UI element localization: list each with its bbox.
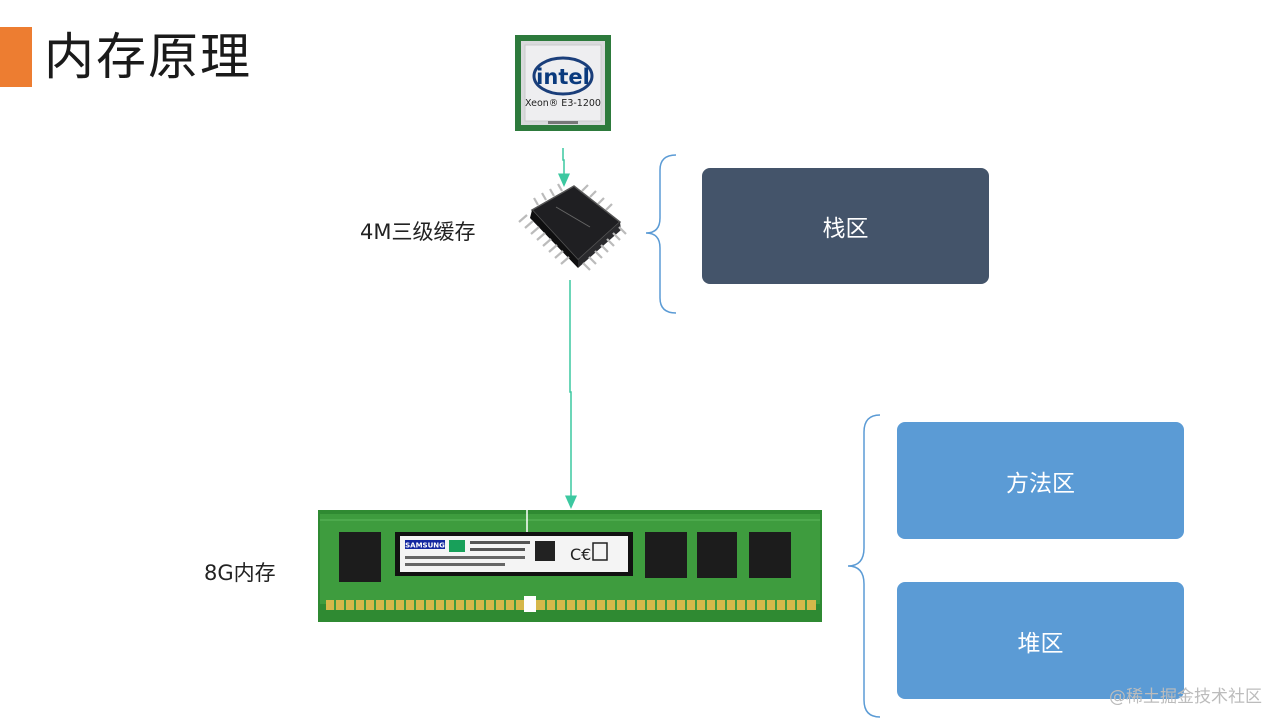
- cache-chip-icon: [518, 183, 627, 271]
- cpu-to-cache-arrow: [558, 148, 570, 187]
- ram-module-icon: SAMSUNG C€: [318, 510, 822, 622]
- page-title: 内存原理: [44, 28, 252, 86]
- stack-area-label: 栈区: [822, 216, 869, 242]
- ram-label: 8G内存: [204, 561, 276, 585]
- cache-to-ram-arrow: [565, 280, 577, 509]
- title-accent-bar: [0, 27, 32, 87]
- stack-bracket: [645, 154, 677, 314]
- watermark: @稀土掘金技术社区: [1109, 687, 1262, 707]
- method-area-label: 方法区: [1006, 470, 1075, 497]
- stack-area-box: 栈区: [702, 168, 989, 284]
- cpu-brand-text: intel: [536, 65, 590, 89]
- method-area-box: 方法区: [897, 422, 1184, 539]
- svg-text:C€: C€: [570, 545, 591, 564]
- cache-label: 4M三级缓存: [360, 220, 476, 244]
- ram-sticker-brand: SAMSUNG: [405, 542, 445, 550]
- cpu-model-text: Xeon® E3-1200: [525, 98, 601, 109]
- cpu-chip-icon: intel Xeon® E3-1200: [515, 35, 611, 131]
- memory-bracket: [847, 414, 881, 718]
- heap-area-box: 堆区: [897, 582, 1184, 699]
- heap-area-label: 堆区: [1017, 630, 1064, 657]
